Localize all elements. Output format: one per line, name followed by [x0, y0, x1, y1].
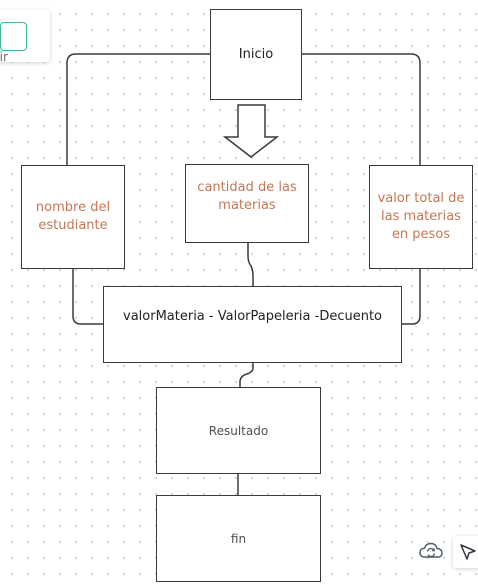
- node-cantidad-materias[interactable]: cantidad de las materias: [185, 164, 309, 243]
- node-fin-label: fin: [230, 531, 247, 546]
- node-valor-total[interactable]: valor total de las materias en pesos: [369, 165, 473, 269]
- node-formula-label: valorMateria - ValorPapeleria -Decuento: [123, 309, 382, 324]
- edge-nombre-formula: [72, 268, 104, 325]
- node-nombre-label: nombre del estudiante: [35, 200, 111, 233]
- down-arrow-shape: [222, 104, 280, 158]
- cloud-sync-icon[interactable]: [419, 541, 443, 561]
- node-inicio-label: Inicio: [238, 46, 274, 62]
- left-side-panel: rtir: [0, 10, 50, 64]
- edge-cantidad-formula: [247, 242, 254, 287]
- node-fin[interactable]: fin: [156, 495, 321, 582]
- node-formula[interactable]: valorMateria - ValorPapeleria -Decuento: [103, 286, 402, 363]
- node-nombre-estudiante[interactable]: nombre del estudiante: [21, 165, 125, 269]
- panel-button[interactable]: [0, 22, 27, 51]
- node-resultado[interactable]: Resultado: [156, 387, 321, 474]
- edge-valor-total-formula: [401, 268, 421, 325]
- edge-inicio-valor-total: [301, 53, 421, 166]
- pointer-icon[interactable]: [459, 543, 477, 561]
- node-valor-total-label: valor total de las materias en pesos: [377, 191, 465, 242]
- edge-formula-resultado: [239, 362, 254, 388]
- node-cantidad-label: cantidad de las materias: [197, 180, 297, 213]
- panel-partial-label[interactable]: rtir: [0, 50, 8, 64]
- node-inicio[interactable]: Inicio: [210, 9, 302, 100]
- node-resultado-label: Resultado: [208, 423, 269, 438]
- edge-inicio-nombre: [66, 53, 210, 166]
- pointer-tool-panel: [453, 536, 478, 568]
